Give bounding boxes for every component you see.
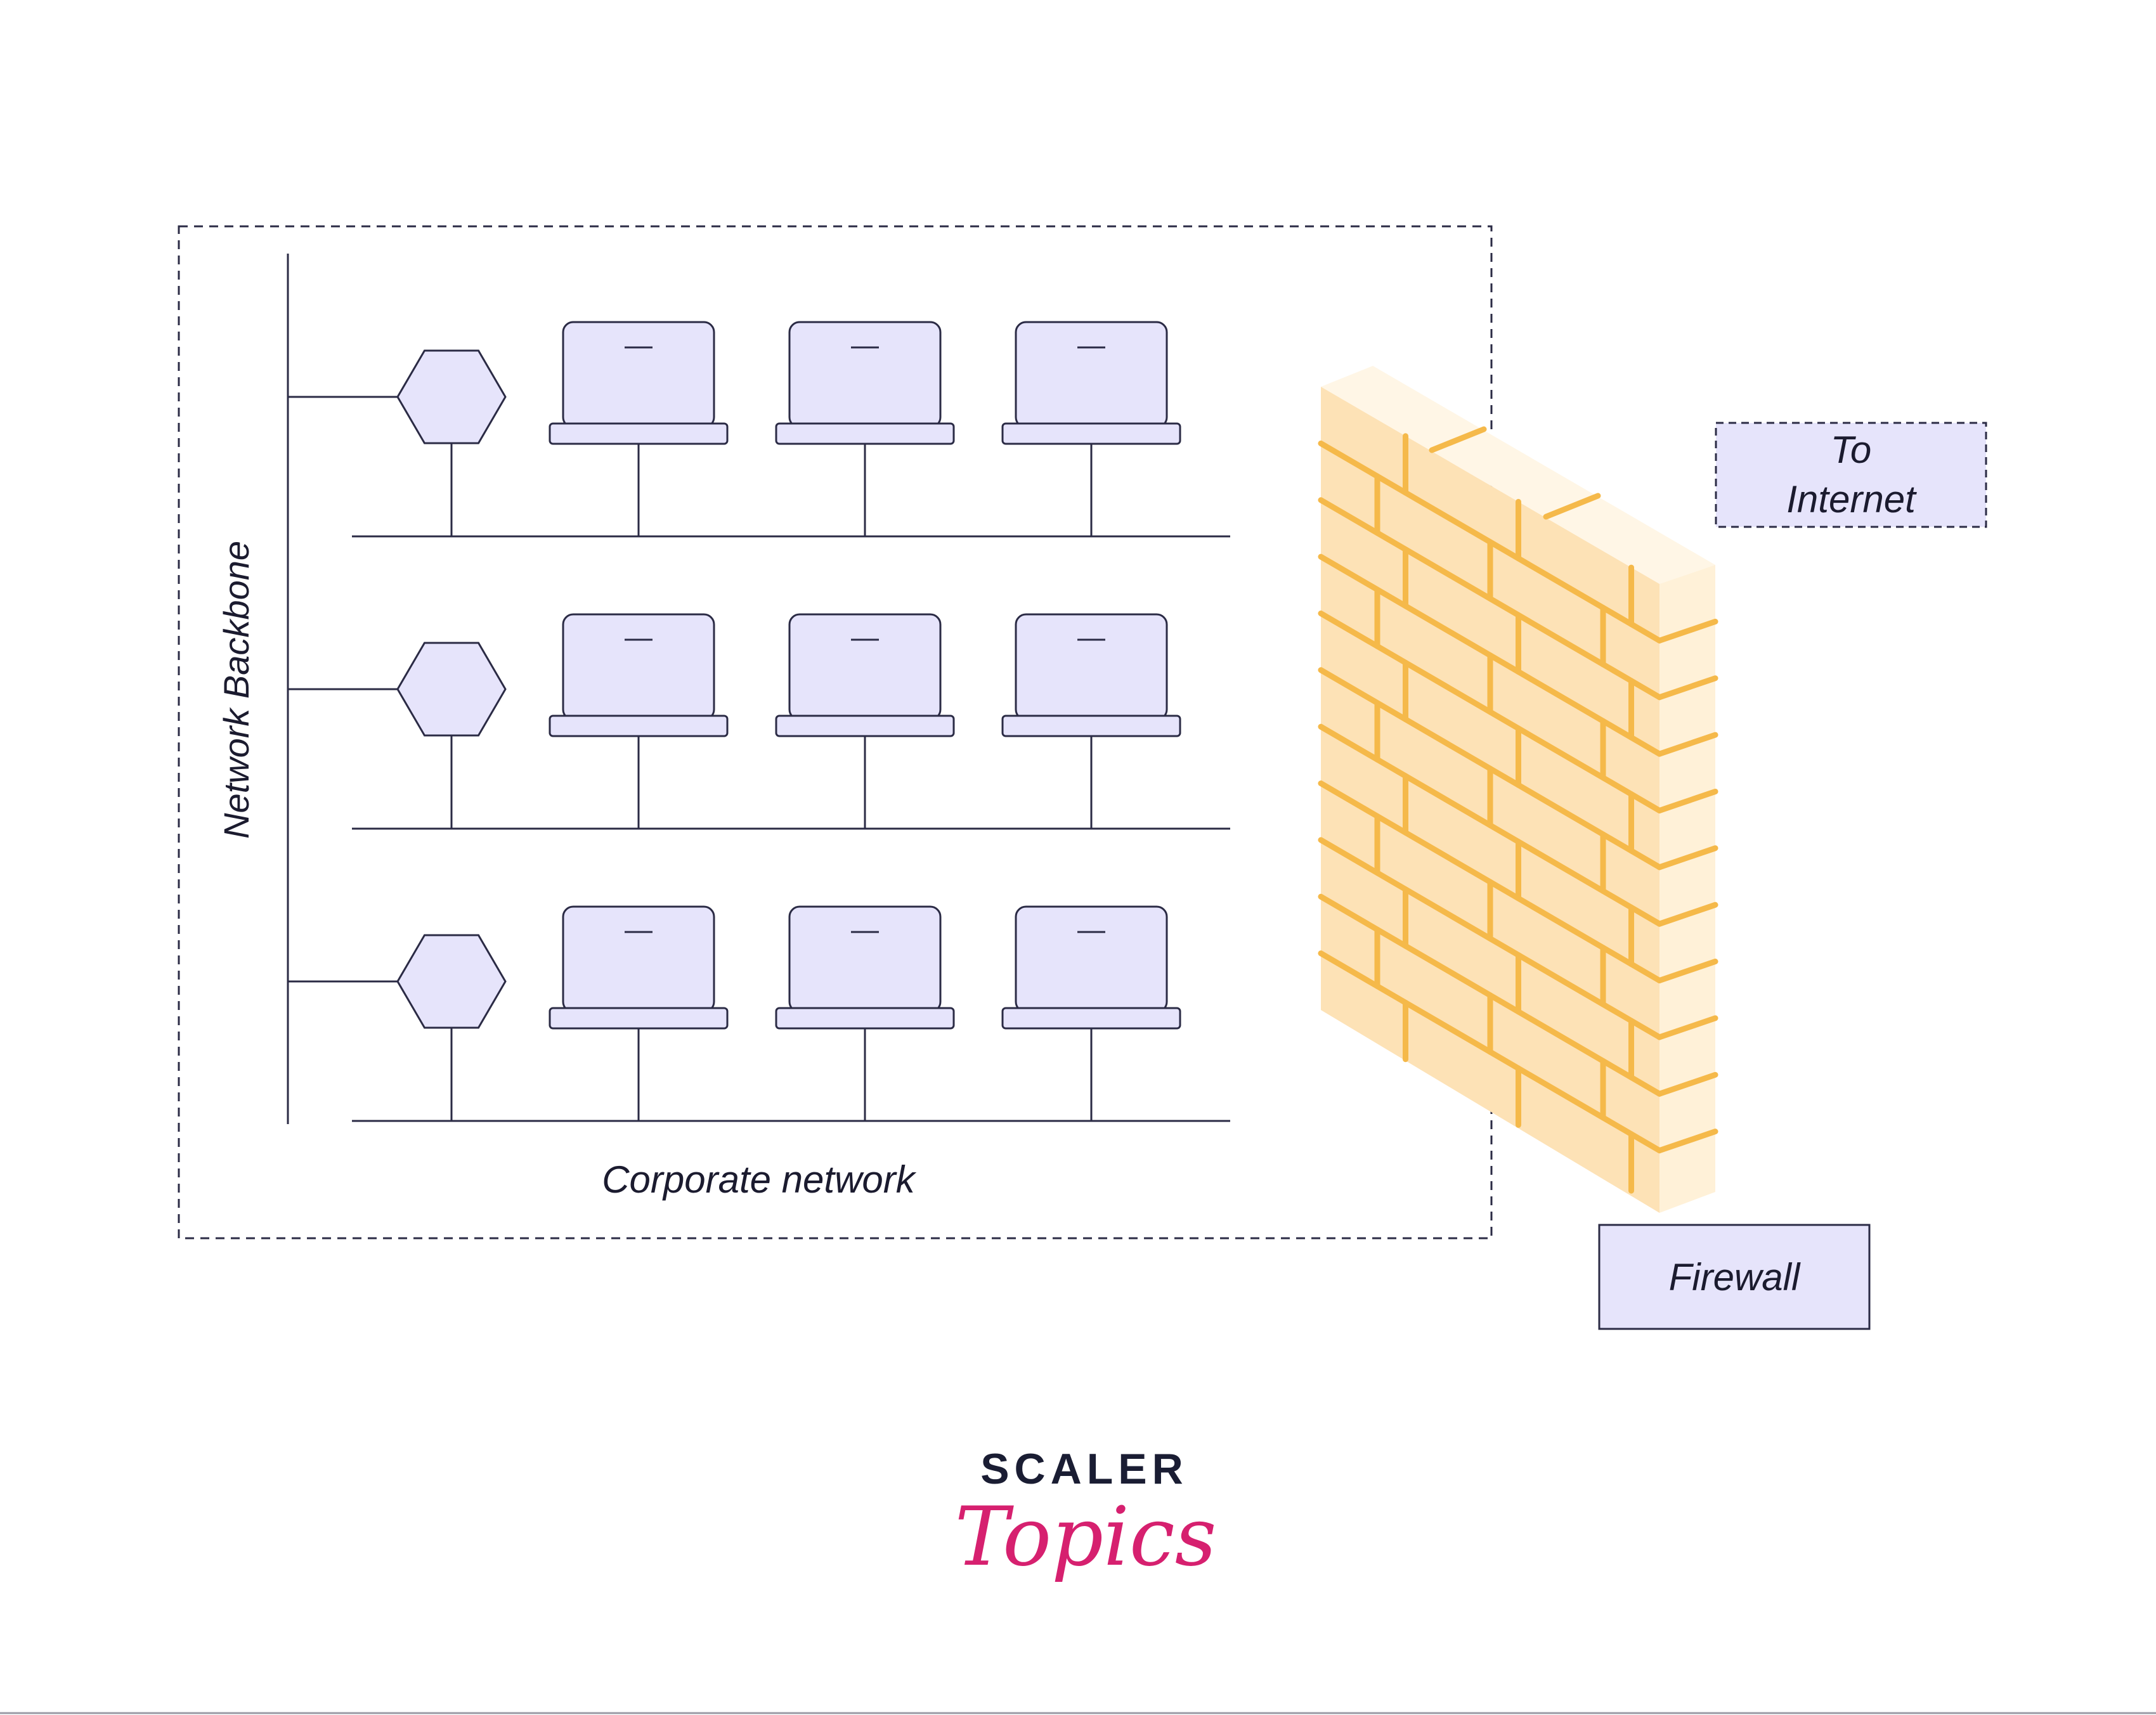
laptop-base: [775, 422, 955, 445]
laptop-icon: [1001, 613, 1181, 829]
laptop-base: [1001, 715, 1181, 737]
laptop-icon: [1001, 321, 1181, 536]
laptop-icon: [775, 905, 955, 1121]
laptop-base: [1001, 1007, 1181, 1030]
laptop-screen: [562, 905, 715, 1013]
laptop-base: [549, 715, 729, 737]
laptop-icon: [549, 321, 729, 536]
laptop-icon: [549, 905, 729, 1121]
firewall-side-face: [1659, 565, 1715, 1213]
mortar-side-line: [1656, 902, 1718, 927]
hexagon-hub-icon: [396, 349, 507, 444]
laptop-icon: [775, 321, 955, 536]
firewall-brick-wall-icon: [1318, 366, 1718, 1213]
firewall-mortar-lines: [1318, 426, 1718, 1194]
hexagon-hub-icon: [396, 934, 507, 1029]
to-internet-label-line1: To: [1831, 429, 1872, 471]
firewall-label: Firewall: [1669, 1256, 1801, 1298]
mortar-top-joint: [1429, 426, 1487, 453]
mortar-side-line: [1656, 1071, 1718, 1097]
corporate-network-label: Corporate network: [602, 1158, 917, 1201]
to-internet-box: [1715, 422, 1987, 528]
laptop-screen: [788, 321, 942, 429]
laptop-screen: [788, 905, 942, 1013]
network-segment-1: [288, 321, 1230, 538]
laptop-screen: [788, 613, 942, 721]
logo-scaler-text: SCALER: [980, 1445, 1188, 1493]
laptop-screen: [562, 321, 715, 429]
network-segment-2: [288, 613, 1230, 830]
mortar-side-line: [1656, 675, 1718, 701]
hexagon-hub-icon: [396, 642, 507, 737]
network-segments: [288, 321, 1230, 1122]
network-backbone-label: Network Backbone: [216, 541, 256, 839]
mortar-side-line: [1656, 959, 1718, 984]
laptop-base: [549, 422, 729, 445]
mortar-side-line: [1656, 1129, 1718, 1154]
firewall-top-face: [1321, 366, 1715, 584]
laptop-icon: [1001, 905, 1181, 1121]
laptop-icon: [549, 613, 729, 829]
laptop-base: [549, 1007, 729, 1030]
mortar-side-line: [1656, 845, 1718, 870]
mortar-side-line: [1656, 1015, 1718, 1040]
laptop-base: [775, 715, 955, 737]
laptop-base: [775, 1007, 955, 1030]
mortar-side-line: [1656, 618, 1718, 644]
firewall-label-box: [1598, 1224, 1871, 1330]
laptop-screen: [1015, 905, 1168, 1013]
laptop-base: [1001, 422, 1181, 445]
laptop-screen: [1015, 613, 1168, 721]
mortar-top-joint: [1543, 493, 1601, 520]
scaler-topics-logo: SCALER Topics: [955, 1445, 1217, 1584]
mortar-side-line: [1656, 732, 1718, 757]
logo-topics-text: Topics: [955, 1490, 1217, 1584]
laptop-screen: [562, 613, 715, 721]
laptop-icon: [775, 613, 955, 829]
laptop-screen: [1015, 321, 1168, 429]
to-internet-label-line2: Internet: [1786, 478, 1917, 521]
mortar-side-line: [1656, 788, 1718, 813]
network-segment-3: [288, 905, 1230, 1122]
